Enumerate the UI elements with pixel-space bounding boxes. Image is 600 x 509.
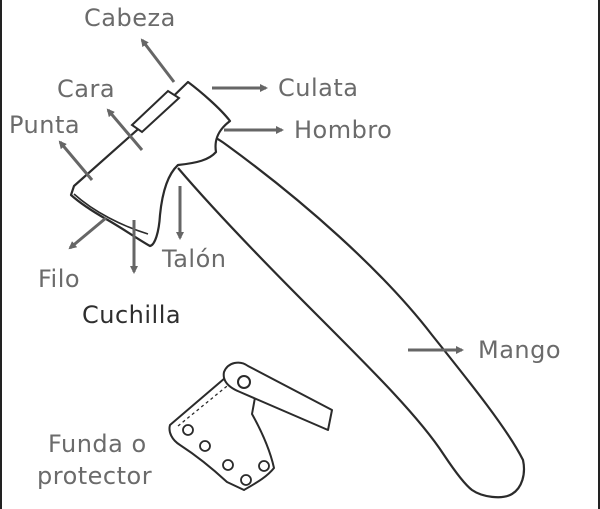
label-funda-line1: Funda o xyxy=(48,430,147,458)
axe-face-plate xyxy=(130,89,181,134)
filo-arrow xyxy=(68,216,107,250)
sheath-strap xyxy=(222,361,333,431)
cabeza-arrow xyxy=(140,38,176,83)
label-hombro: Hombro xyxy=(294,116,393,144)
label-cara: Cara xyxy=(57,75,116,103)
label-punta: Punta xyxy=(9,111,81,139)
axe-edge-line xyxy=(73,193,149,235)
cara-arrow xyxy=(106,108,144,151)
sheath-rivet xyxy=(199,440,211,452)
sheath-rivet xyxy=(237,375,251,389)
label-cuchilla: Cuchilla xyxy=(82,301,182,329)
sheath-rivet xyxy=(222,459,234,471)
punta-arrow xyxy=(58,140,94,181)
sheath-rivet xyxy=(258,460,270,472)
label-filo: Filo xyxy=(38,265,81,293)
sheath-rivet xyxy=(182,424,194,436)
axe-handle xyxy=(177,134,526,499)
label-mango: Mango xyxy=(478,336,562,364)
label-talon: Talón xyxy=(162,245,227,273)
sheath-rivet xyxy=(240,474,252,486)
axe-sheath xyxy=(168,371,275,491)
label-culata: Culata xyxy=(278,74,359,102)
label-cabeza: Cabeza xyxy=(84,4,176,32)
label-funda-line2: protector xyxy=(37,462,153,490)
